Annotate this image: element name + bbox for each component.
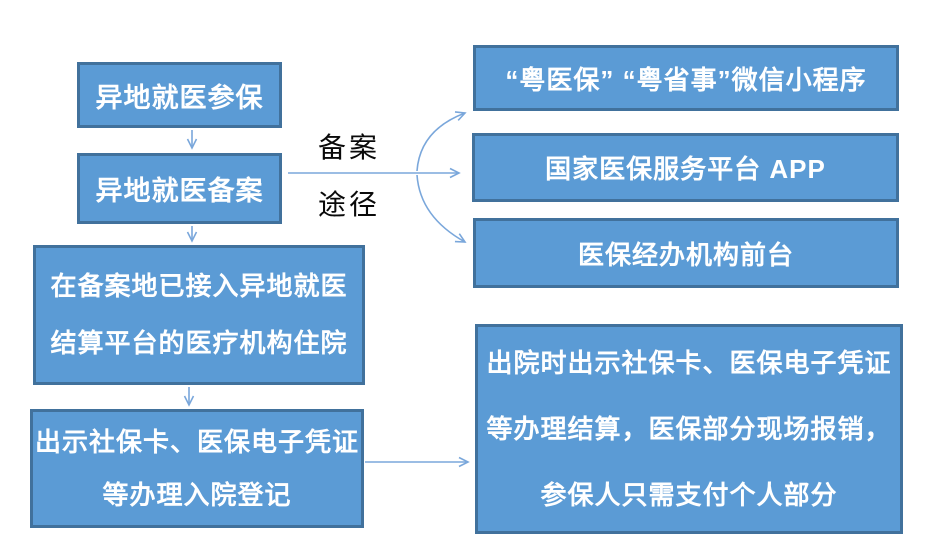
node-hospitalization: 在备案地已接入异地就医 结算平台的医疗机构住院 [33,245,365,385]
node-admission-registration: 出示社保卡、医保电子凭证 等办理入院登记 [30,409,364,528]
branch-label-line1: 备案 [317,133,380,164]
channel-wechat-miniprogram: “粤医保” “粤省事”微信小程序 [473,45,899,111]
node-discharge-settlement: 出院时出示社保卡、医保电子凭证 等办理结算，医保部分现场报销， 参保人只需支付个… [475,324,903,534]
node-filing: 异地就医备案 [77,153,282,224]
branch-label-line2: 途径 [317,190,380,221]
arc-to-r3 [416,174,467,243]
node-canshen-insurance: 异地就医参保 [77,62,282,128]
channel-agency-counter: 医保经办机构前台 [473,218,899,288]
arc-to-r1 [416,111,467,172]
channel-national-platform-app: 国家医保服务平台 APP [472,133,899,202]
